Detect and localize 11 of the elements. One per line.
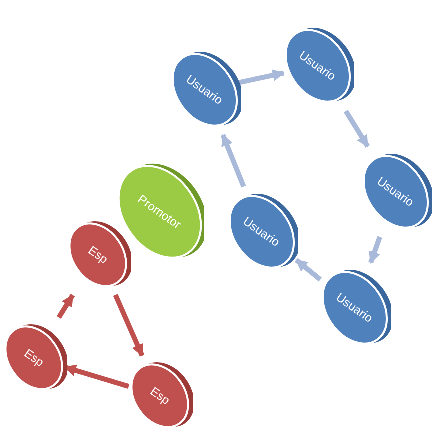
arrow [113,294,145,357]
arrow [238,70,285,86]
disc-label: Esp [22,347,46,369]
arrow [368,236,382,264]
arrow [344,110,370,148]
disc-label: Esp [148,385,172,407]
arrow [64,364,130,390]
arrow [56,294,76,320]
arrow [294,258,322,282]
disc-label: Esp [86,244,110,266]
arrow [220,134,246,188]
